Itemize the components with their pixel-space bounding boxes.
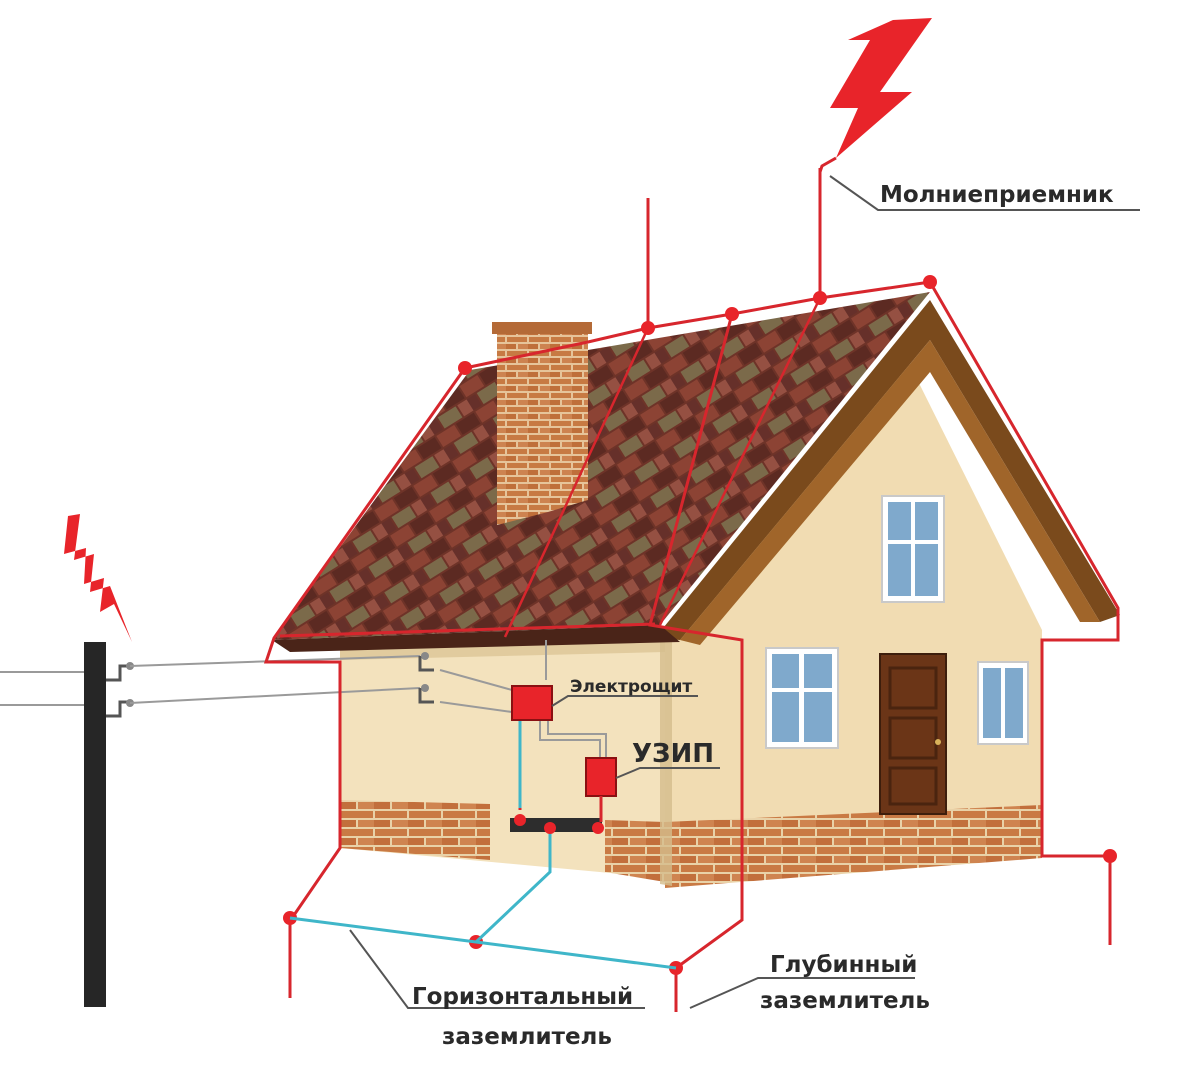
lightning-bolt-icon (64, 514, 132, 642)
leader-lines (349, 175, 1140, 1009)
electrical-panel (511, 685, 553, 721)
front-wall (665, 345, 1042, 885)
lightning-bolt-icon (830, 18, 932, 158)
horizontal-ground-wire (289, 720, 677, 970)
roof (272, 292, 930, 640)
front-window-right (977, 661, 1029, 745)
label-deep-line1: Глубинный (770, 952, 917, 978)
lightning-conductors (263, 168, 1120, 1012)
service-wires (439, 640, 607, 758)
label-deep-line2: заземлитель (760, 988, 930, 1014)
spd-device (585, 757, 617, 797)
label-electrical-panel: Электрощит (570, 677, 692, 697)
wall-corner-shade (660, 636, 672, 886)
attic-window (881, 495, 945, 603)
label-spd: УЗИП (632, 739, 714, 769)
brick-plinth-front (665, 805, 1042, 888)
house (272, 292, 1120, 888)
brick-plinth-left (340, 800, 490, 860)
brick-plinth-mid (605, 820, 665, 882)
front-door (879, 653, 947, 815)
chimney (497, 330, 588, 525)
conductor-joints (283, 275, 1117, 975)
roof-eave (272, 625, 680, 652)
label-lightning-rod: Молниеприемник (880, 182, 1114, 208)
utility-pole (84, 642, 134, 1007)
front-window-left (765, 647, 839, 749)
label-horizontal-line1: Горизонтальный (412, 984, 633, 1010)
gable-fascia (655, 300, 1120, 640)
gable-fascia-edge (680, 340, 1100, 645)
ground-bar (510, 818, 602, 832)
label-horizontal-line2: заземлитель (442, 1024, 612, 1050)
pole (84, 642, 106, 1007)
chimney-cap (492, 322, 592, 334)
